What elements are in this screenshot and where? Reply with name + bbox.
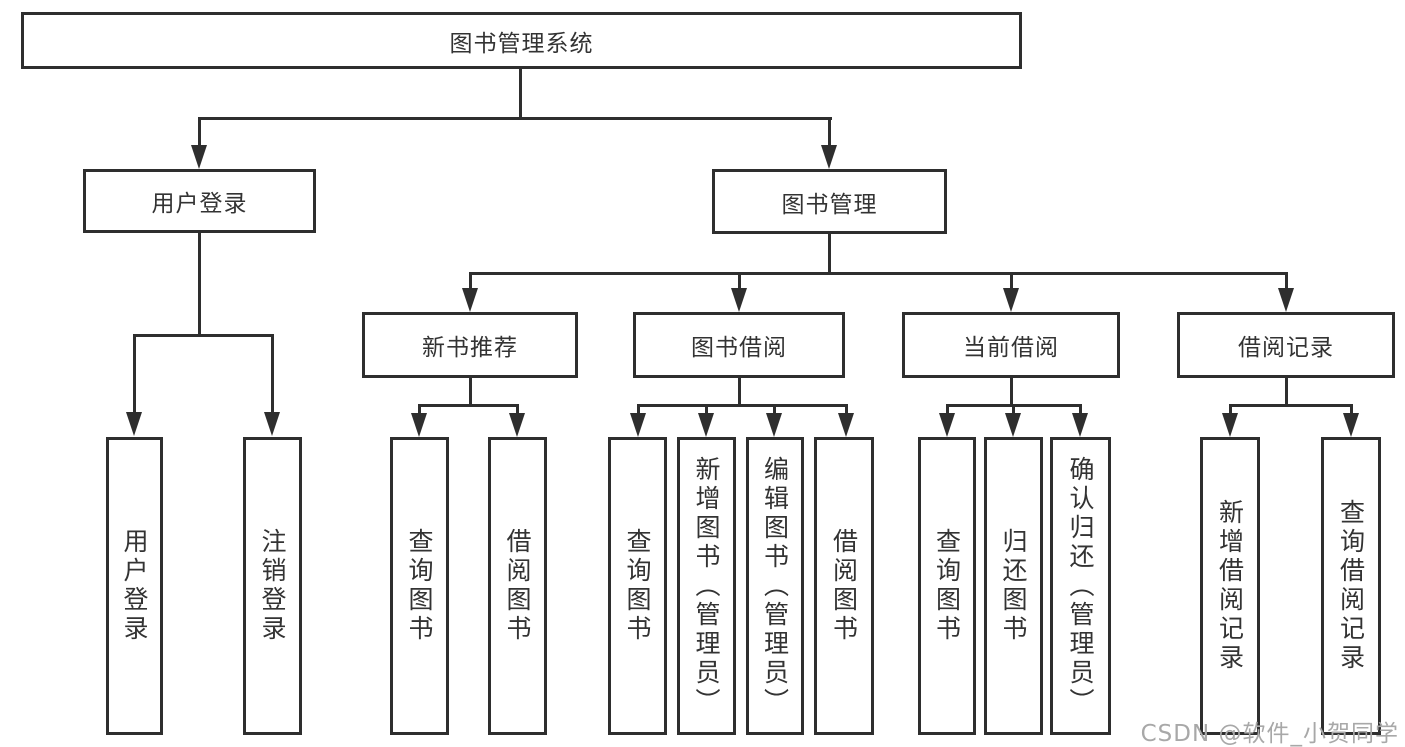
leaf-add-book-admin-label: 新增图书（管理员） (692, 455, 721, 717)
leaf-query-book-2-label: 查询图书 (623, 528, 652, 644)
node-current-borrow: 当前借阅 (902, 312, 1120, 378)
connector-line (198, 117, 832, 120)
node-book-management: 图书管理 (712, 169, 947, 234)
leaf-add-borrow-record-label: 新增借阅记录 (1215, 499, 1245, 673)
arrow-down-icon (838, 413, 854, 437)
watermark-text: CSDN @软件_小贺同学 (1140, 721, 1399, 747)
arrow-down-icon (939, 413, 955, 437)
leaf-query-book-1-label: 查询图书 (405, 528, 434, 644)
leaf-query-book-3-label: 查询图书 (932, 528, 962, 644)
node-book-borrow-label: 图书借阅 (691, 335, 787, 361)
connector-line (133, 334, 136, 412)
connector-line (1285, 272, 1288, 290)
connector-line (828, 117, 831, 147)
leaf-borrow-book-1: 借阅图书 (488, 437, 547, 735)
connector-line (705, 404, 708, 414)
node-borrow-records-label: 借阅记录 (1238, 335, 1334, 361)
node-new-book-recommend-label: 新书推荐 (422, 335, 518, 361)
leaf-confirm-return-admin: 确认归还（管理员） (1050, 437, 1111, 735)
connector-line (418, 404, 421, 414)
leaf-confirm-return-admin-label: 确认归还（管理员） (1066, 455, 1095, 717)
connector-line (1229, 404, 1353, 407)
connector-line (1012, 404, 1015, 414)
leaf-user-login: 用户登录 (106, 437, 163, 735)
connector-line (637, 404, 848, 407)
leaf-query-borrow-record: 查询借阅记录 (1321, 437, 1381, 735)
arrow-down-icon (1222, 413, 1238, 437)
arrow-down-icon (1072, 413, 1088, 437)
arrow-down-icon (126, 412, 142, 436)
node-user-login: 用户登录 (83, 169, 316, 233)
node-book-borrow: 图书借阅 (633, 312, 845, 378)
leaf-return-book: 归还图书 (984, 437, 1043, 735)
leaf-query-book-2: 查询图书 (608, 437, 667, 735)
arrow-down-icon (191, 145, 207, 169)
leaf-user-login-label: 用户登录 (120, 528, 149, 644)
leaf-query-borrow-record-label: 查询借阅记录 (1336, 499, 1366, 673)
node-root: 图书管理系统 (21, 12, 1022, 69)
leaf-logout-label: 注销登录 (258, 528, 287, 644)
arrow-down-icon (509, 413, 525, 437)
node-root-label: 图书管理系统 (449, 30, 594, 57)
connector-line (1285, 378, 1288, 407)
connector-line (469, 378, 472, 407)
arrow-down-icon (1343, 413, 1359, 437)
connector-line (637, 404, 640, 414)
arrow-down-icon (630, 413, 646, 437)
connector-line (828, 234, 831, 275)
connector-line (1010, 272, 1013, 290)
arrow-down-icon (1003, 288, 1019, 312)
node-book-management-label: 图书管理 (781, 191, 878, 218)
leaf-borrow-book-2-label: 借阅图书 (829, 528, 859, 644)
arrow-down-icon (264, 412, 280, 436)
connector-line (133, 334, 274, 337)
node-current-borrow-label: 当前借阅 (963, 335, 1059, 361)
connector-line (946, 404, 949, 414)
connector-line (271, 334, 274, 412)
arrow-down-icon (766, 413, 782, 437)
leaf-query-book-3: 查询图书 (918, 437, 976, 735)
connector-line (516, 404, 519, 414)
connector-line (1229, 404, 1232, 414)
connector-line (469, 272, 472, 290)
arrow-down-icon (821, 145, 837, 169)
arrow-down-icon (411, 413, 427, 437)
arrow-down-icon (1005, 413, 1021, 437)
connector-line (469, 272, 1288, 275)
leaf-return-book-label: 归还图书 (999, 528, 1028, 644)
connector-line (738, 272, 741, 290)
leaf-add-book-admin: 新增图书（管理员） (677, 437, 736, 735)
arrow-down-icon (462, 288, 478, 312)
connector-line (773, 404, 776, 414)
connector-line (198, 233, 201, 337)
node-user-login-label: 用户登录 (151, 191, 248, 217)
connector-line (1079, 404, 1082, 414)
leaf-edit-book-admin-label: 编辑图书（管理员） (760, 455, 790, 717)
leaf-add-borrow-record: 新增借阅记录 (1200, 437, 1260, 735)
arrow-down-icon (698, 413, 714, 437)
arrow-down-icon (1278, 288, 1294, 312)
connector-line (845, 404, 848, 414)
node-borrow-records: 借阅记录 (1177, 312, 1395, 378)
leaf-borrow-book-1-label: 借阅图书 (503, 528, 532, 644)
connector-line (198, 117, 201, 147)
connector-line (738, 378, 741, 407)
connector-line (418, 404, 519, 407)
leaf-edit-book-admin: 编辑图书（管理员） (746, 437, 804, 735)
leaf-logout: 注销登录 (243, 437, 302, 735)
connector-line (1010, 378, 1013, 407)
node-new-book-recommend: 新书推荐 (362, 312, 578, 378)
connector-line (1350, 404, 1353, 414)
leaf-borrow-book-2: 借阅图书 (814, 437, 874, 735)
arrow-down-icon (731, 288, 747, 312)
leaf-query-book-1: 查询图书 (390, 437, 449, 735)
connector-line (519, 69, 522, 117)
